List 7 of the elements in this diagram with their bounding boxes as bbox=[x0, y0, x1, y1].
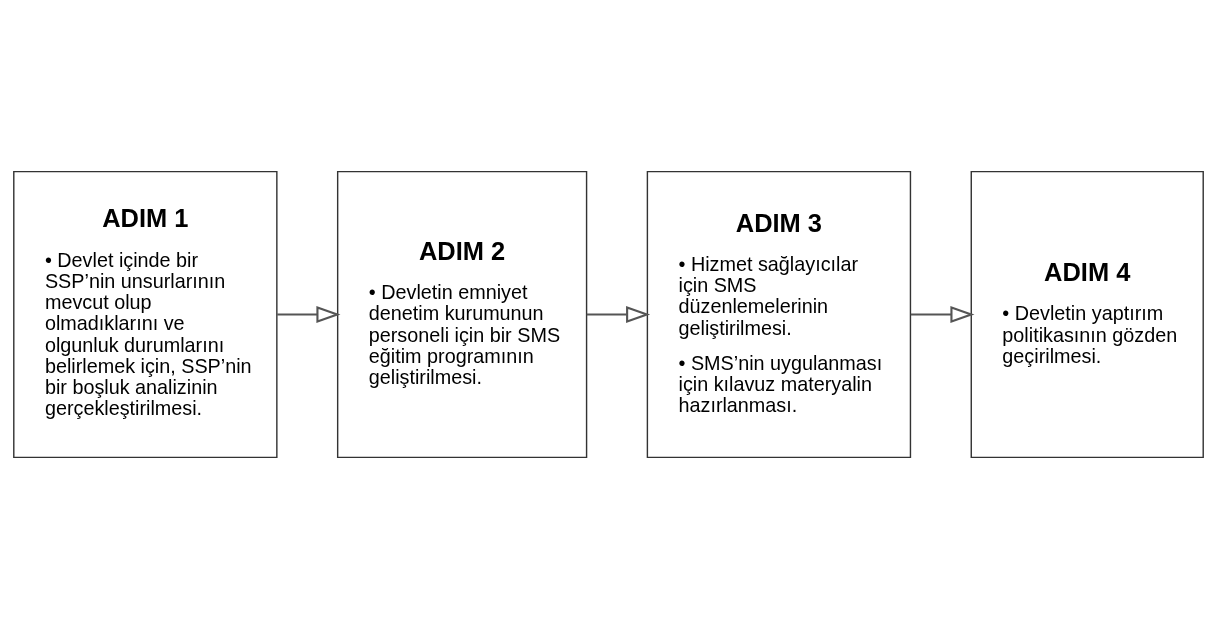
node-box: ADIM 2 • Devletin emniyet denetim kurumunun personeli için bir SMS eğitim programının geliştirilmesi. bbox=[336, 170, 588, 459]
node-box: ADIM 1 • Devlet içinde bir SSP’nin unsurlarının mevcut olup olmadıklarını ve olgunluk durumlarını belirlemek için, SSP’nin bir boşluk analizinin gerçekleştirilmesi. bbox=[13, 170, 278, 459]
node-box: ADIM 4 • Devletin yaptırım politikasının gözden geçirilmesi. bbox=[970, 170, 1204, 459]
arrow bbox=[910, 306, 975, 323]
node-box: ADIM 3 • Hizmet sağlayıcılar için SMS düzenlemelerinin geliştirilmesi. • SMS’nin uygulanması için kılavuz materyalin hazırlanması. bbox=[646, 170, 912, 459]
arrow bbox=[586, 306, 651, 323]
arrow bbox=[277, 306, 341, 323]
